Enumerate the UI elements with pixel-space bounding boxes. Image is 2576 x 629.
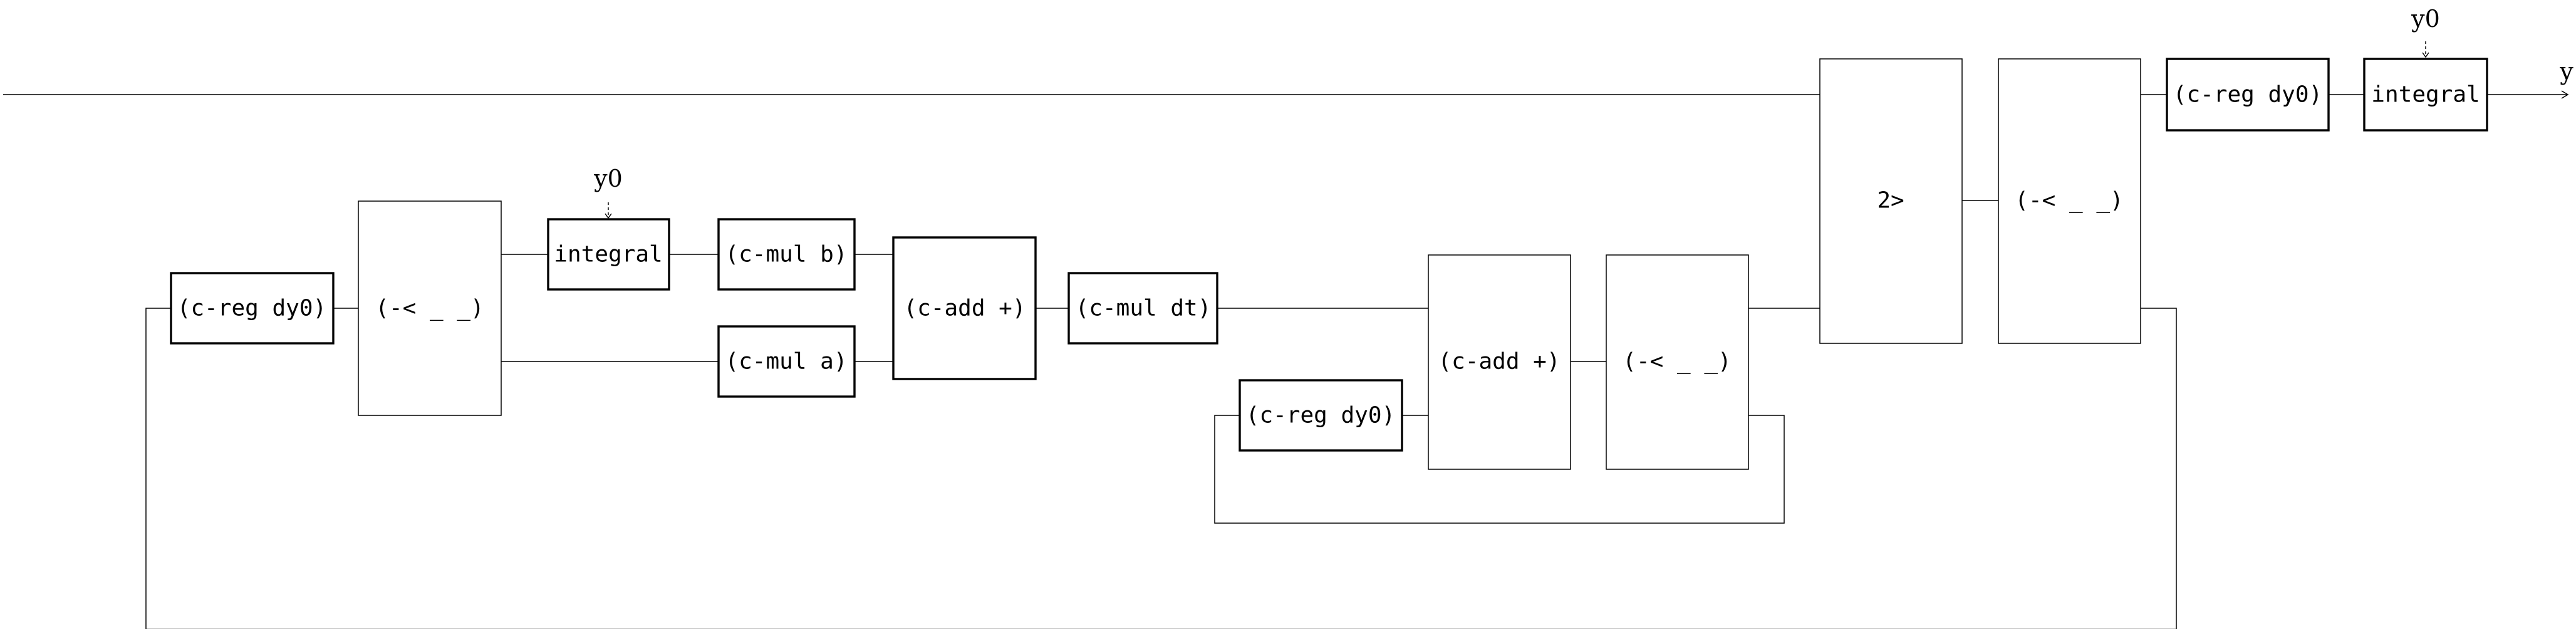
- integral-left-initial-label: y0: [593, 165, 623, 192]
- block-creg-mid: (c-reg dy0): [1239, 379, 1403, 452]
- block-integral-right: integral: [2363, 58, 2488, 132]
- init-arrowhead-left: [605, 213, 612, 219]
- output-label: y: [2559, 58, 2573, 85]
- block-add-mid: (c-add +): [1428, 254, 1571, 470]
- block-merge: 2>: [1819, 58, 1963, 344]
- integral-right-initial-label: y0: [2411, 5, 2440, 33]
- block-creg-left-label: (c-reg dy0): [177, 296, 326, 321]
- block-add-mid-label: (c-add +): [1438, 349, 1560, 375]
- block-split-mid-label: (-< _ _): [1623, 349, 1731, 375]
- output-arrowhead: [2561, 90, 2569, 99]
- block-integral-right-label: integral: [2371, 82, 2480, 108]
- block-split-right-label: (-< _ _): [2015, 188, 2123, 214]
- block-creg-mid-label: (c-reg dy0): [1246, 403, 1395, 429]
- wire-feedback-mid-loop: [1214, 415, 1785, 524]
- block-split-left: (-< _ _): [358, 200, 502, 416]
- init-arrowhead-right: [2422, 52, 2429, 58]
- wire-feedback-outer-loop: [145, 308, 2177, 629]
- block-merge-label: 2>: [1877, 188, 1904, 214]
- block-integral-left-label: integral: [554, 242, 662, 268]
- block-creg-right: (c-reg dy0): [2166, 58, 2330, 132]
- block-integral-left: integral: [547, 218, 670, 291]
- block-mul-b-label: (c-mul b): [725, 242, 847, 268]
- block-split-mid: (-< _ _): [1606, 254, 1749, 470]
- block-mul-a: (c-mul a): [717, 325, 856, 398]
- block-split-left-label: (-< _ _): [375, 296, 484, 321]
- block-mul-dt: (c-mul dt): [1067, 272, 1218, 345]
- block-split-right: (-< _ _): [1998, 58, 2141, 344]
- block-creg-left: (c-reg dy0): [170, 272, 335, 345]
- block-mul-dt-label: (c-mul dt): [1076, 296, 1212, 321]
- block-mul-b: (c-mul b): [717, 218, 856, 291]
- block-add-left: (c-add +): [892, 236, 1037, 380]
- block-creg-right-label: (c-reg dy0): [2173, 82, 2322, 108]
- block-mul-a-label: (c-mul a): [725, 349, 847, 375]
- initial-value-markers: [605, 41, 2429, 219]
- wires: [3, 90, 2569, 629]
- block-add-left-label: (c-add +): [903, 296, 1026, 321]
